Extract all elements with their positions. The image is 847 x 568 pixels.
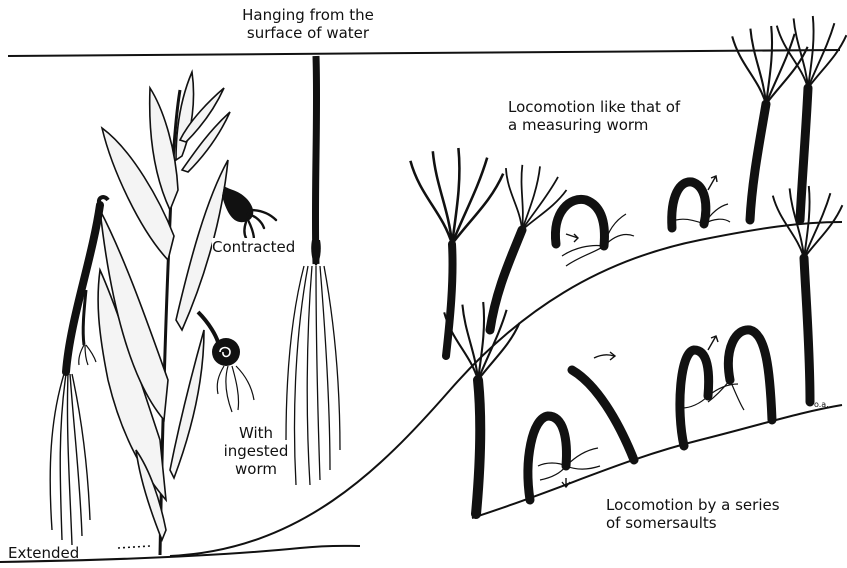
hydra-with-ingested-worm [198,312,254,412]
label-ingested: With ingested worm [216,424,296,478]
extended-pointer [118,546,150,548]
hydra-somersault-2 [528,416,600,500]
water-surface-line [8,50,840,56]
label-somersault-line2: of somersaults [606,514,780,532]
hydra-contracted [222,186,276,240]
label-hanging-line1: Hanging from the [228,6,388,24]
label-extended: Extended [8,544,79,562]
hydra-somersault-6 [773,186,843,402]
label-measuring-line2: a measuring worm [508,116,680,134]
hydra-somersault-3 [572,352,634,460]
hydra-somersault-1 [444,302,519,514]
hydra-extended [50,197,108,545]
label-hanging: Hanging from the surface of water [228,6,388,42]
hydra-measuring-4 [672,176,730,228]
label-somersault-line1: Locomotion by a series [606,496,780,514]
label-ingested-line2: ingested [216,442,296,460]
label-hanging-line2: surface of water [228,24,388,42]
water-plant [98,72,230,555]
label-measuring-line1: Locomotion like that of [508,98,680,116]
artist-signature-text: o.a. [814,400,829,409]
hydra-measuring-5 [732,26,807,220]
hydra-somersault-5 [708,330,772,420]
label-somersaults: Locomotion by a series of somersaults [606,496,780,532]
hydra-measuring-3 [555,199,634,266]
hydra-measuring-6 [777,16,847,220]
label-contracted-text: Contracted [212,238,295,256]
label-ingested-line1: With [216,424,296,442]
hydra-hanging [286,56,340,485]
label-extended-text: Extended [8,544,79,562]
label-contracted: Contracted [212,238,295,256]
label-ingested-line3: worm [216,460,296,478]
label-measuring-worm: Locomotion like that of a measuring worm [508,98,680,134]
artist-signature: o.a. [814,400,829,410]
